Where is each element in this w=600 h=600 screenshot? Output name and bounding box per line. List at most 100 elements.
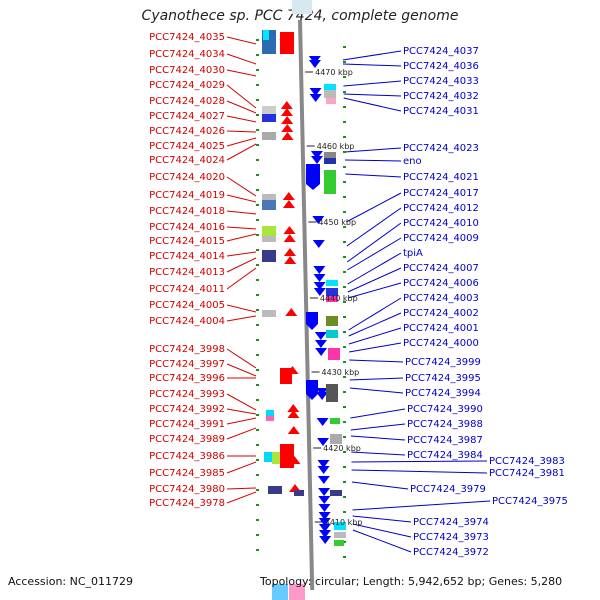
- left-leader-line: [226, 36, 257, 45]
- right-leader-line: [346, 222, 402, 263]
- right-leader-line: [352, 529, 412, 553]
- left-gene-label: PCC7424_3989: [149, 434, 225, 445]
- right-domain-box: [326, 280, 338, 286]
- left-gene-label: PCC7424_4027: [149, 111, 225, 122]
- reverse-gene-arrow: [314, 340, 327, 348]
- reverse-gene-arrow: [317, 438, 330, 446]
- reverse-gene-arrow: [308, 60, 321, 68]
- left-domain-box: [262, 250, 276, 262]
- right-gene-label: eno: [403, 156, 422, 167]
- left-gene-label: PCC7424_4005: [149, 300, 225, 311]
- topology-text: Topology: circular; Length: 5,942,652 bp…: [260, 575, 563, 588]
- forward-gene-arrow: [285, 308, 298, 316]
- reverse-gene-arrow: [317, 466, 330, 474]
- scale-tick-label: 4430 kbp: [322, 368, 360, 377]
- reverse-gene-block: [306, 380, 318, 400]
- scale-tick-label: 4450 kbp: [318, 218, 356, 227]
- right-leader-line: [349, 387, 404, 394]
- left-gene-label: PCC7424_4019: [149, 190, 225, 201]
- reverse-gene-arrow: [317, 460, 330, 468]
- left-gene-label: PCC7424_3998: [149, 344, 225, 355]
- right-gene-label: PCC7424_3975: [492, 496, 568, 507]
- reverse-gene-arrow: [318, 524, 331, 532]
- reverse-gene-arrow: [311, 156, 323, 164]
- right-leader-line: [348, 327, 402, 345]
- right-leader-line: [351, 481, 409, 490]
- right-domain-box: [330, 490, 342, 496]
- left-leader-line: [226, 84, 257, 109]
- right-leader-line: [345, 173, 402, 178]
- right-leader-line: [343, 97, 402, 112]
- forward-gene-arrow: [284, 256, 297, 264]
- right-leader-line: [351, 451, 406, 456]
- left-domain-box: [263, 30, 269, 40]
- scale-tick-label: 4420 kbp: [323, 444, 361, 453]
- reverse-gene-block: [306, 312, 318, 330]
- right-gene-label: PCC7424_3984: [407, 450, 483, 461]
- right-leader-line: [351, 460, 488, 463]
- right-domain-box: [334, 540, 344, 546]
- right-domain-box: [324, 84, 336, 90]
- reverse-gene-arrow: [318, 496, 331, 504]
- gene-labels: PCC7424_4035PCC7424_4034PCC7424_4030PCC7…: [149, 32, 568, 558]
- left-gene-label: PCC7424_4014: [149, 251, 225, 262]
- right-gene-label: PCC7424_4002: [403, 308, 479, 319]
- reverse-gene-arrow: [316, 392, 329, 400]
- left-leader-line: [226, 100, 257, 114]
- scale-tick-label: 4440 kbp: [320, 294, 358, 303]
- right-domain-box: [334, 522, 346, 530]
- left-leader-line: [226, 130, 257, 133]
- right-leader-line: [348, 297, 402, 331]
- right-gene-label: PCC7424_4021: [403, 172, 479, 183]
- right-leader-line: [350, 408, 406, 419]
- forward-gene-arrow: [282, 192, 295, 200]
- right-leader-line: [343, 93, 402, 97]
- right-gene-label: PCC7424_4009: [403, 233, 479, 244]
- right-gene-label: PCC7424_4037: [403, 46, 479, 57]
- left-leader-line: [226, 226, 257, 230]
- right-domain-box: [326, 98, 336, 104]
- right-domain-box: [326, 296, 338, 302]
- right-gene-label: PCC7424_3987: [407, 435, 483, 446]
- right-gene-label: PCC7424_4012: [403, 203, 479, 214]
- right-gene-label: PCC7424_4017: [403, 188, 479, 199]
- right-gene-label: PCC7424_4023: [403, 143, 479, 154]
- right-leader-line: [349, 342, 402, 353]
- left-leader-line: [226, 491, 257, 504]
- left-domain-box: [272, 452, 280, 464]
- backbone-bottom-stub-right: [289, 584, 305, 600]
- backbone-line: [298, 19, 315, 591]
- right-gene-label: PCC7424_3988: [407, 419, 483, 430]
- right-domain-box: [326, 330, 338, 338]
- left-domain-box: [262, 236, 276, 242]
- right-domain-box: [330, 434, 342, 444]
- forward-gene-arrow: [281, 116, 294, 124]
- right-leader-line: [349, 359, 404, 363]
- left-gene-label: PCC7424_3986: [149, 451, 225, 462]
- right-gene-label: PCC7424_3973: [413, 532, 489, 543]
- right-gene-label: PCC7424_4000: [403, 338, 479, 349]
- left-gene-label: PCC7424_3985: [149, 468, 225, 479]
- left-leader-line: [226, 393, 257, 411]
- forward-gene-block: [280, 444, 294, 468]
- right-gene-label: PCC7424_3979: [410, 484, 486, 495]
- right-gene-label: PCC7424_3972: [413, 547, 489, 558]
- reverse-gene-arrow: [314, 332, 327, 340]
- left-leader-line: [226, 363, 257, 377]
- right-leader-line: [351, 469, 488, 474]
- right-leader-line: [344, 147, 402, 153]
- reverse-gene-arrow: [316, 418, 329, 426]
- left-gene-label: PCC7424_4035: [149, 32, 225, 43]
- reverse-gene-arrow: [319, 536, 332, 544]
- left-domain-box: [262, 132, 276, 140]
- right-leader-line: [352, 523, 412, 538]
- forward-gene-block: [280, 32, 294, 54]
- forward-gene-arrow: [280, 101, 293, 109]
- left-leader-line: [226, 427, 257, 440]
- left-gene-label: PCC7424_4013: [149, 267, 225, 278]
- left-leader-line: [226, 487, 257, 490]
- left-domain-box: [262, 194, 276, 200]
- gene-features: [256, 30, 346, 558]
- left-gene-label: PCC7424_4015: [149, 236, 225, 247]
